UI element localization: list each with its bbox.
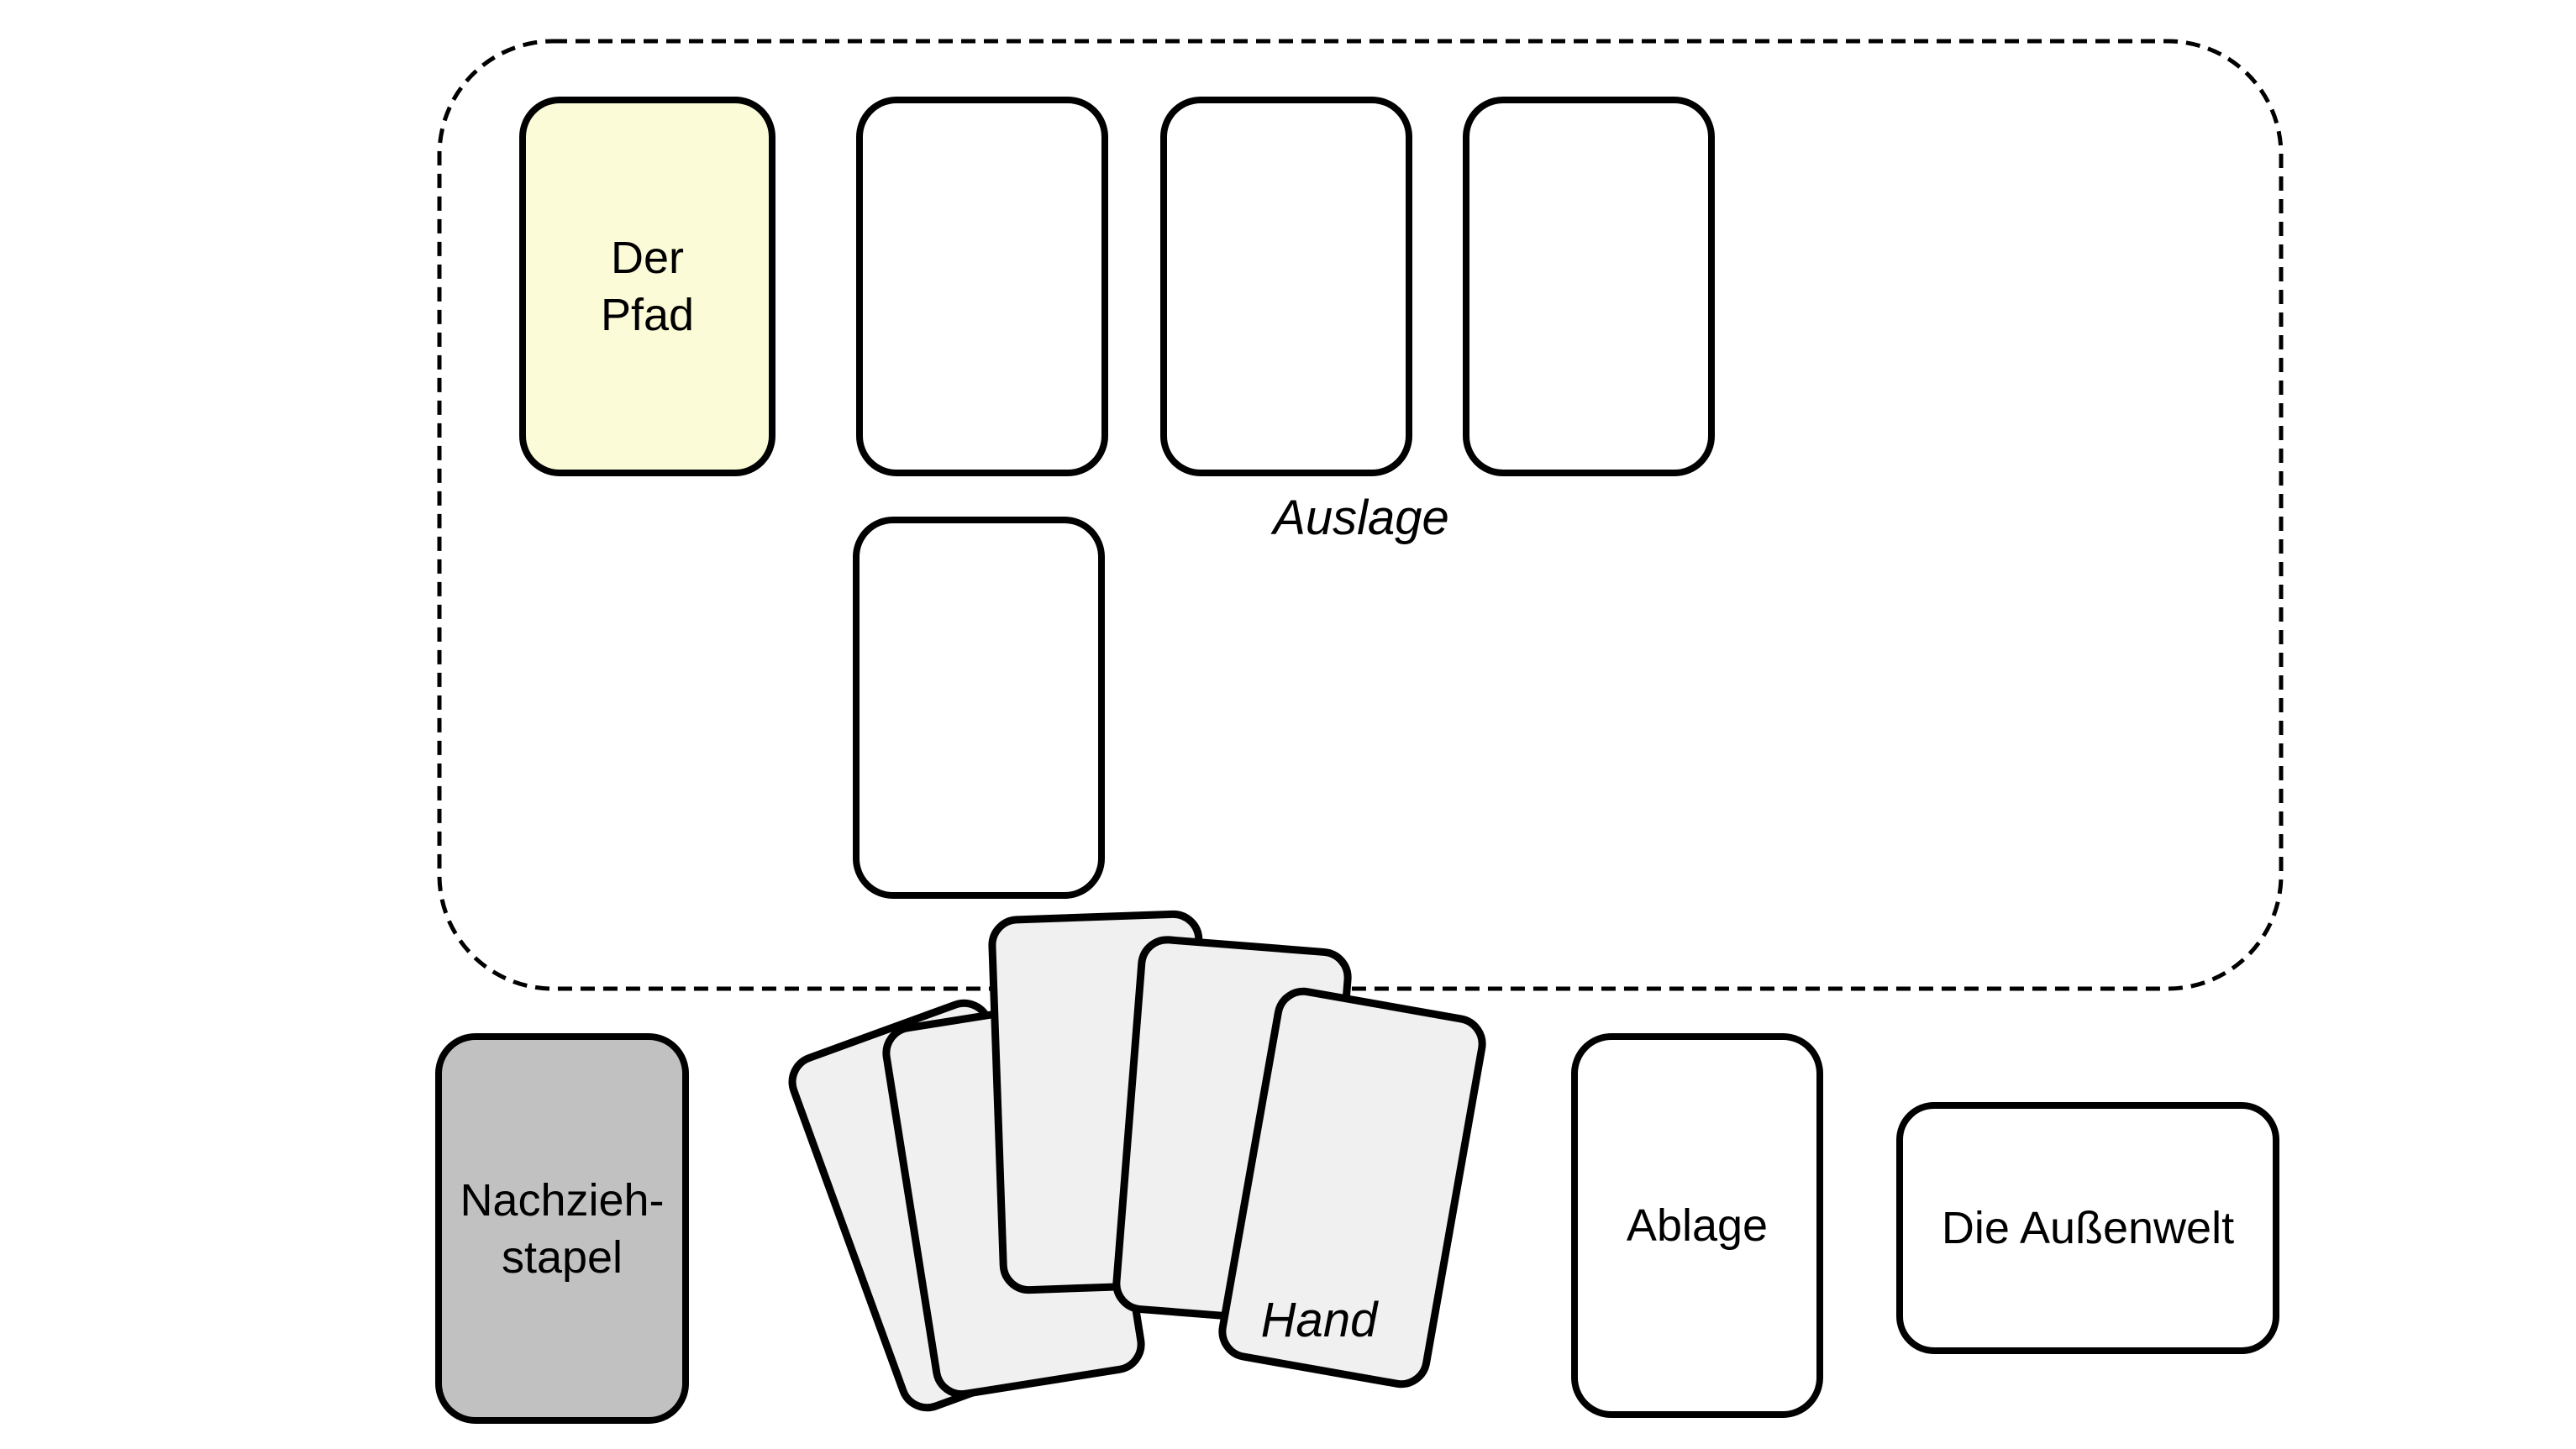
auslage-card-slot-2 [1160,97,1412,476]
outside-world-label: Die Außenwelt [1941,1203,2235,1253]
draw-pile-card: Nachzieh- stapel [435,1033,689,1424]
auslage-card-slot-row2 [853,517,1105,899]
der-pfad-card: Der Pfad [519,97,775,476]
auslage-card-slot-1 [856,97,1108,476]
draw-pile-label-line2: stapel [501,1231,623,1283]
auslage-card-slot-3 [1463,97,1715,476]
auslage-zone-border [437,39,2284,991]
auslage-zone-label: Auslage [1273,491,1449,545]
der-pfad-label-line2: Pfad [600,290,695,340]
discard-pile-card: Ablage [1571,1033,1823,1418]
der-pfad-label-line1: Der [610,233,684,283]
draw-pile-label-line1: Nachzieh- [460,1174,665,1226]
outside-world-box: Die Außenwelt [1896,1102,2279,1354]
discard-pile-label: Ablage [1626,1200,1769,1251]
hand-label: Hand [1260,1293,1378,1347]
